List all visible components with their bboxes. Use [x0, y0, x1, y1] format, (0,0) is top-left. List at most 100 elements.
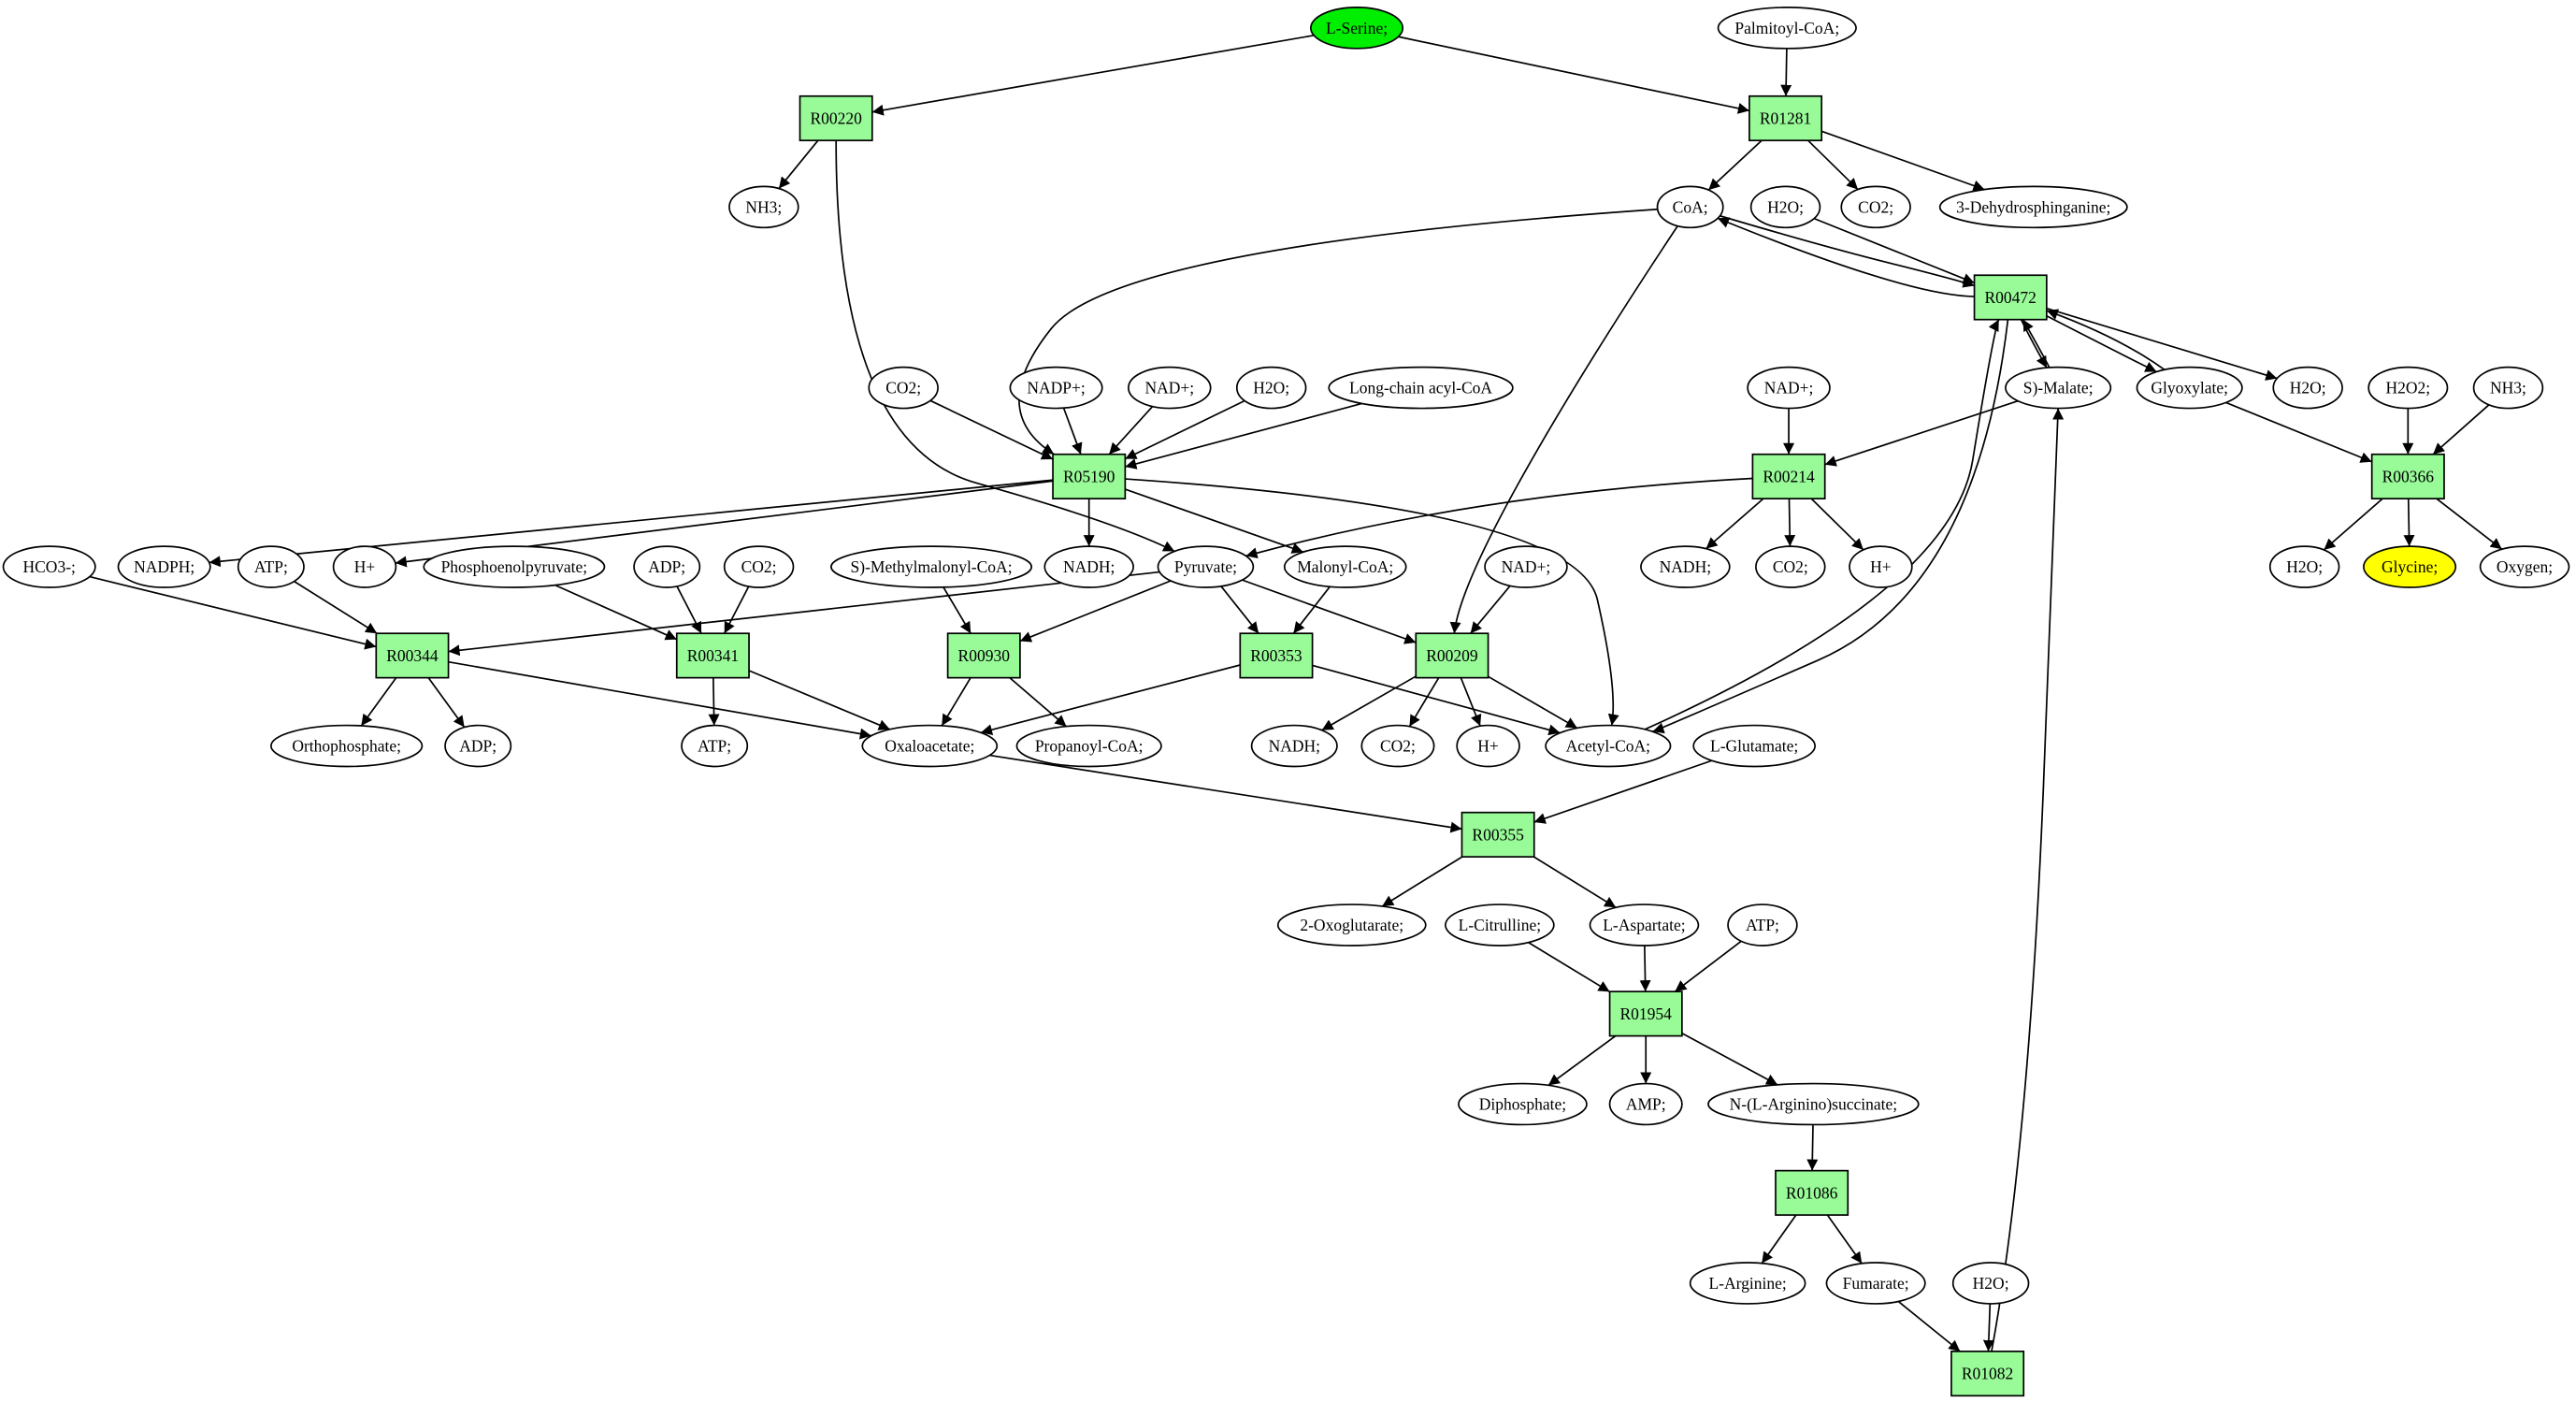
compound-ellipse[interactable] [1276, 903, 1427, 947]
compound-ellipse[interactable] [830, 545, 1033, 588]
compound-node-nadh_c[interactable]: NADH; [1250, 724, 1338, 768]
compound-ellipse[interactable] [681, 724, 749, 768]
reaction-box[interactable] [1415, 632, 1489, 679]
compound-node-l_arginine[interactable]: L-Arginine; [1689, 1262, 1806, 1305]
compound-node-nad_plus_b[interactable]: NAD+; [1747, 366, 1831, 410]
compound-node-h2o_d[interactable]: H2O; [2268, 545, 2340, 588]
compound-node-h2o_e[interactable]: H2O; [1951, 1262, 2030, 1305]
compound-ellipse[interactable] [633, 545, 701, 588]
compound-ellipse[interactable] [1640, 545, 1731, 588]
compound-ellipse[interactable] [1484, 545, 1568, 588]
compound-node-nh3_a[interactable]: NH3; [728, 185, 799, 229]
compound-ellipse[interactable] [1445, 903, 1555, 947]
compound-node-coa[interactable]: CoA; [1656, 185, 1724, 229]
compound-node-co2_a[interactable]: CO2; [1840, 185, 1911, 229]
compound-node-atp_a[interactable]: ATP; [237, 545, 305, 588]
compound-node-nadh_a[interactable]: NADH; [1043, 545, 1134, 588]
compound-node-propanoyl_coa[interactable]: Propanoyl-CoA; [1015, 724, 1162, 768]
compound-ellipse[interactable] [1749, 185, 1821, 229]
compound-node-l_aspartate[interactable]: L-Aspartate; [1589, 903, 1700, 947]
compound-ellipse[interactable] [237, 545, 305, 588]
compound-node-orthophosphate[interactable]: Orthophosphate; [270, 724, 424, 768]
compound-node-nad_plus_c[interactable]: NAD+; [1484, 545, 1568, 588]
reaction-box[interactable] [1950, 1351, 2025, 1397]
compound-ellipse[interactable] [861, 724, 999, 768]
compound-ellipse[interactable] [332, 545, 397, 588]
compound-node-nadh_b[interactable]: NADH; [1640, 545, 1731, 588]
reaction-node-r00341[interactable]: R00341 [675, 632, 750, 679]
compound-node-nad_plus_a[interactable]: NAD+; [1128, 366, 1212, 410]
compound-node-h2o_b[interactable]: H2O; [1235, 366, 1307, 410]
compound-ellipse[interactable] [2367, 366, 2449, 410]
compound-ellipse[interactable] [1458, 1082, 1588, 1126]
reaction-box[interactable] [1751, 453, 1826, 500]
compound-node-fumarate[interactable]: Fumarate; [1825, 1262, 1926, 1305]
compound-node-glyoxylate[interactable]: Glyoxylate; [2136, 366, 2243, 410]
compound-node-l_serine[interactable]: L-Serine; [1309, 7, 1404, 50]
compound-ellipse[interactable] [2136, 366, 2243, 410]
compound-node-s_malate[interactable]: S)-Malate; [2005, 366, 2112, 410]
compound-ellipse[interactable] [1009, 366, 1103, 410]
compound-node-hco3[interactable]: HCO3-; [2, 545, 96, 588]
compound-node-arginino_succinate[interactable]: N-(L-Arginino)succinate; [1707, 1082, 1920, 1126]
compound-node-nadph[interactable]: NADPH; [117, 545, 211, 588]
compound-node-h_plus_b[interactable]: H+ [1849, 545, 1913, 588]
compound-ellipse[interactable] [1951, 1262, 2030, 1305]
reaction-box[interactable] [799, 94, 873, 142]
reaction-box[interactable] [1461, 811, 1535, 858]
compound-ellipse[interactable] [1692, 724, 1817, 768]
compound-node-glycine[interactable]: Glycine; [2363, 545, 2457, 588]
compound-ellipse[interactable] [1283, 545, 1407, 588]
reaction-node-r00472[interactable]: R00472 [1973, 274, 2048, 321]
compound-node-atp_b[interactable]: ATP; [681, 724, 749, 768]
compound-ellipse[interactable] [117, 545, 211, 588]
reaction-node-r00344[interactable]: R00344 [375, 632, 450, 679]
compound-node-s_methylmalonyl_coa[interactable]: S)-Methylmalonyl-CoA; [830, 545, 1033, 588]
compound-node-l_citrulline[interactable]: L-Citrulline; [1445, 903, 1555, 947]
compound-ellipse[interactable] [1717, 7, 1857, 50]
reaction-box[interactable] [1775, 1169, 1849, 1216]
compound-node-h2o2[interactable]: H2O2; [2367, 366, 2449, 410]
compound-ellipse[interactable] [2, 545, 96, 588]
reaction-box[interactable] [675, 632, 750, 679]
compound-node-co2_d[interactable]: CO2; [1755, 545, 1826, 588]
compound-ellipse[interactable] [1545, 724, 1672, 768]
compound-ellipse[interactable] [868, 366, 939, 410]
compound-ellipse[interactable] [723, 545, 795, 588]
compound-ellipse[interactable] [1747, 366, 1831, 410]
compound-ellipse[interactable] [1128, 366, 1212, 410]
compound-node-co2_e[interactable]: CO2; [1360, 724, 1435, 768]
compound-node-diphosphate[interactable]: Diphosphate; [1458, 1082, 1588, 1126]
compound-ellipse[interactable] [444, 724, 512, 768]
reaction-box[interactable] [2370, 453, 2445, 500]
compound-node-oxoglutarate[interactable]: 2-Oxoglutarate; [1276, 903, 1427, 947]
compound-ellipse[interactable] [423, 545, 606, 588]
compound-node-adp_b[interactable]: ADP; [444, 724, 512, 768]
reaction-node-r05190[interactable]: R05190 [1052, 453, 1127, 500]
compound-ellipse[interactable] [1328, 366, 1514, 410]
compound-ellipse[interactable] [1849, 545, 1913, 588]
compound-ellipse[interactable] [1250, 724, 1338, 768]
compound-ellipse[interactable] [1938, 185, 2128, 229]
reaction-box[interactable] [1052, 453, 1127, 500]
compound-ellipse[interactable] [2005, 366, 2112, 410]
reaction-node-r01086[interactable]: R01086 [1775, 1169, 1849, 1216]
reaction-box[interactable] [1749, 94, 1823, 142]
compound-ellipse[interactable] [1043, 545, 1134, 588]
compound-node-malonyl_coa[interactable]: Malonyl-CoA; [1283, 545, 1407, 588]
compound-node-oxygen[interactable]: Oxygen; [2479, 545, 2570, 588]
compound-ellipse[interactable] [1360, 724, 1435, 768]
compound-node-acetyl_coa[interactable]: Acetyl-CoA; [1545, 724, 1672, 768]
compound-node-pyruvate[interactable]: Pyruvate; [1157, 545, 1255, 588]
compound-node-long_chain_acyl_coa[interactable]: Long-chain acyl-CoA [1328, 366, 1514, 410]
compound-ellipse[interactable] [2268, 545, 2340, 588]
reaction-box[interactable] [1239, 632, 1314, 679]
compound-node-h_plus_a[interactable]: H+ [332, 545, 397, 588]
compound-node-co2_c[interactable]: CO2; [723, 545, 795, 588]
reaction-node-r00220[interactable]: R00220 [799, 94, 873, 142]
compound-node-dehydrosphinganine[interactable]: 3-Dehydrosphinganine; [1938, 185, 2128, 229]
compound-node-nh3_b[interactable]: NH3; [2472, 366, 2544, 410]
compound-ellipse[interactable] [1825, 1262, 1926, 1305]
compound-node-h2o_a[interactable]: H2O; [1749, 185, 1821, 229]
reaction-box[interactable] [375, 632, 450, 679]
